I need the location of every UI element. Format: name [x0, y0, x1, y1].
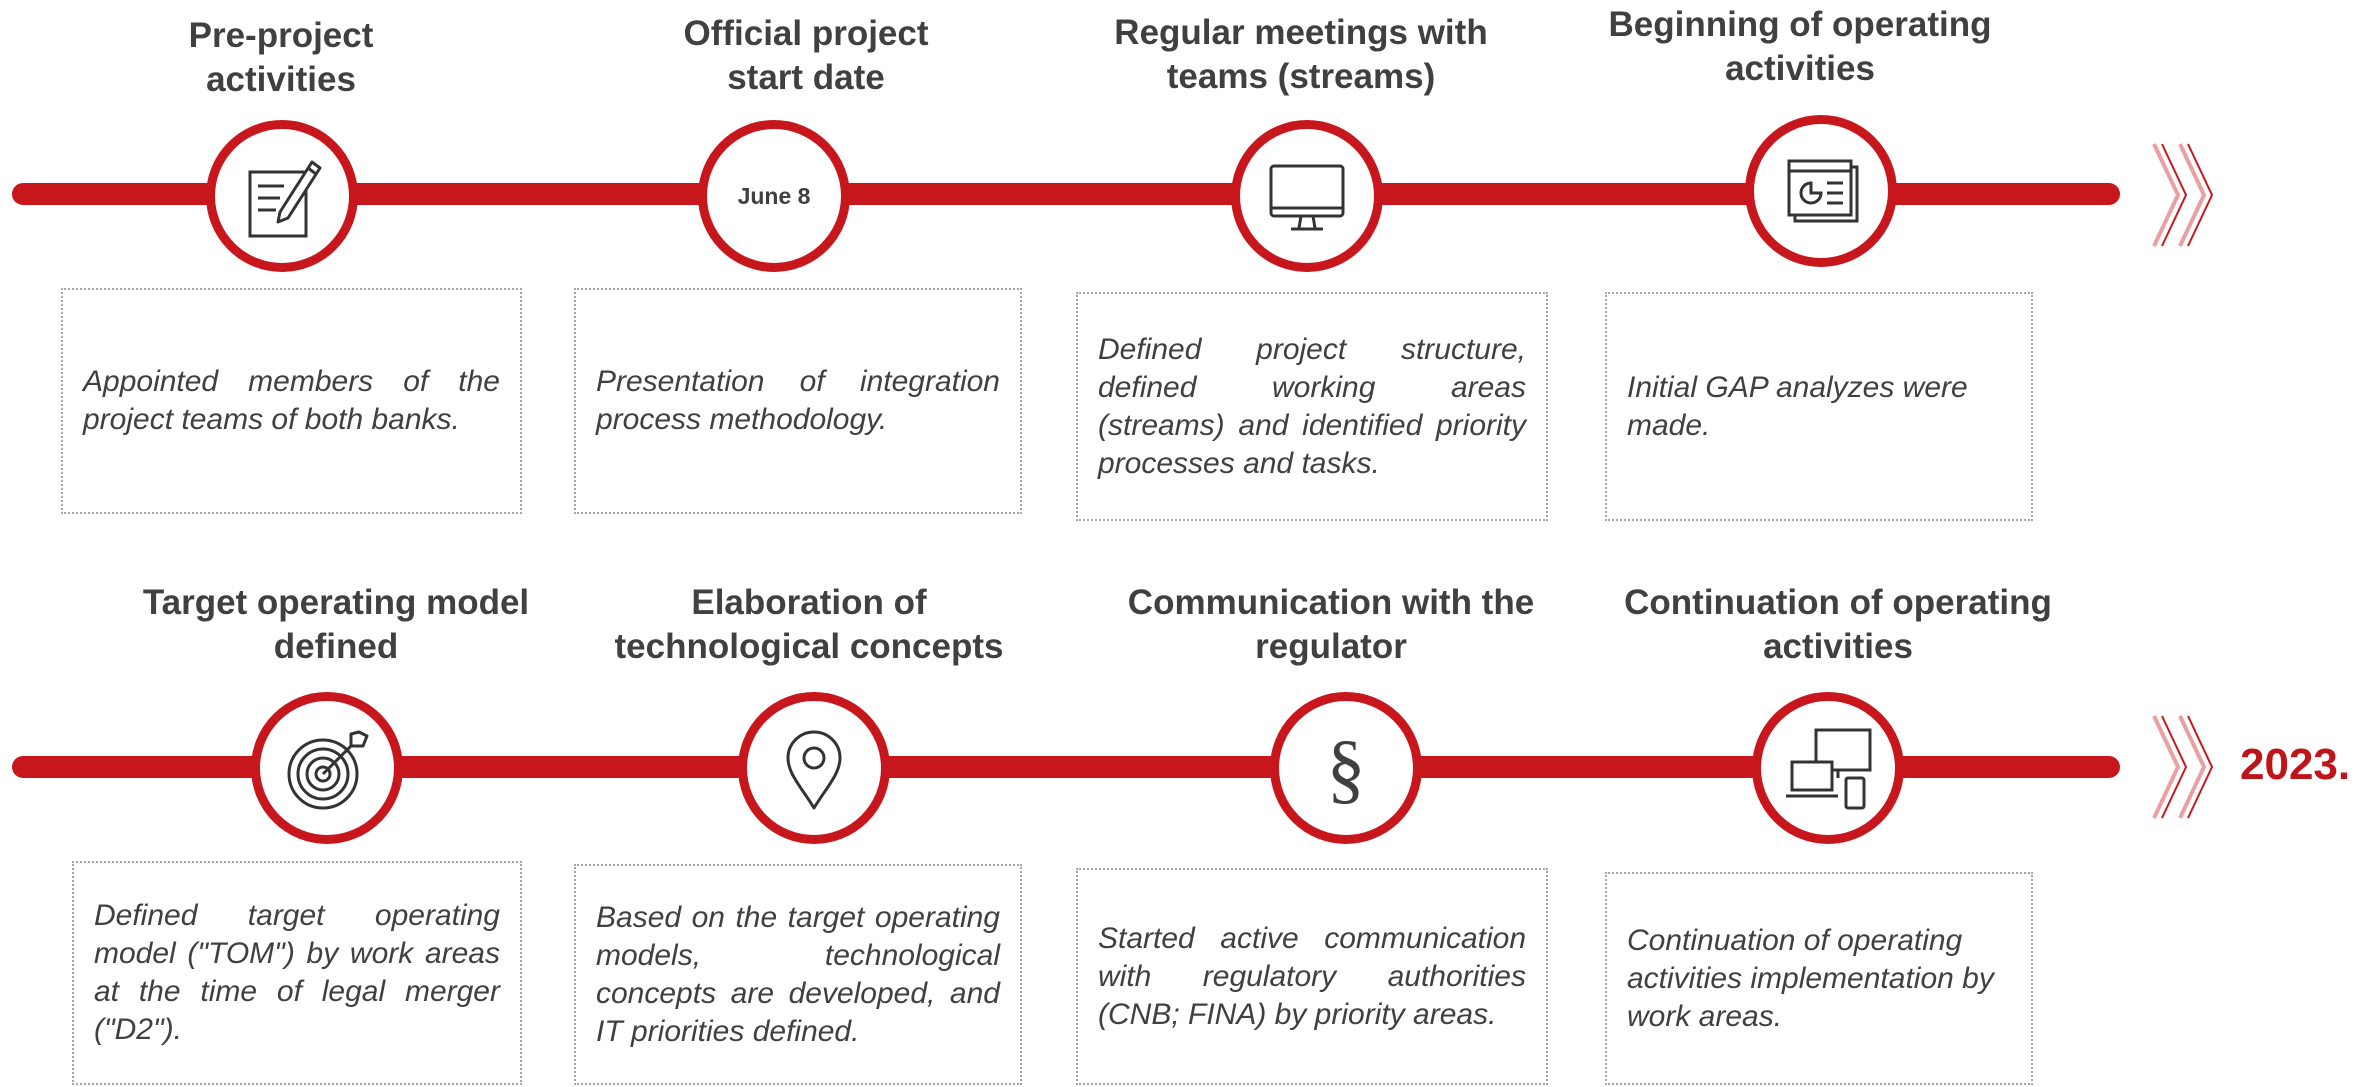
milestone-description-box: Based on the target operating models, te…	[574, 864, 1022, 1085]
milestone-description-box: Presentation of integration process meth…	[574, 288, 1022, 514]
milestone-node: June 8	[698, 120, 850, 272]
timeline-line-row-2	[12, 756, 2120, 778]
milestone-title: Pre-project activities	[188, 16, 374, 99]
milestone-description: Defined project structure, defined worki…	[1098, 332, 1526, 480]
end-year-label: 2023.	[2240, 740, 2351, 789]
milestone-node	[738, 692, 890, 844]
milestone-node	[1231, 120, 1383, 272]
milestone-title: Beginning of operating activities	[1608, 5, 1992, 88]
milestone-title: Official project start date	[683, 14, 929, 97]
milestone-title: Target operating model defined	[142, 583, 530, 666]
milestone-node	[1745, 115, 1897, 267]
location-pin-icon	[786, 730, 842, 810]
milestone-title: Communication with the regulator	[1127, 583, 1535, 666]
double-chevron-right-icon	[2152, 143, 2214, 247]
milestone-title: Elaboration of technological concepts	[614, 583, 1004, 666]
milestone-title: Continuation of operating activities	[1624, 583, 2052, 666]
milestone-description-box: Continuation of operating activities imp…	[1605, 872, 2033, 1085]
milestone-node	[251, 692, 403, 844]
milestone-title: Regular meetings with teams (streams)	[1114, 13, 1488, 96]
devices-icon	[1786, 728, 1872, 810]
double-chevron-right-icon	[2152, 715, 2214, 819]
milestone-description-box: Defined project structure, defined worki…	[1076, 292, 1548, 521]
milestone-description: Presentation of integration process meth…	[596, 365, 1000, 436]
timeline-line-row-1	[12, 183, 2120, 205]
monitor-icon	[1269, 164, 1345, 231]
node-date-label: June 8	[737, 182, 811, 209]
milestone-description: Continuation of operating activities imp…	[1627, 923, 1994, 1033]
milestone-node: §	[1270, 692, 1422, 844]
section-sign-icon: §	[1326, 724, 1366, 811]
milestone-description-box: Appointed members of the project teams o…	[61, 288, 522, 514]
milestone-description: Started active communication with regula…	[1098, 921, 1526, 1031]
milestone-description: Initial GAP analyzes were made.	[1627, 370, 1968, 442]
milestone-node	[206, 120, 358, 272]
presentation-chart-icon	[1787, 159, 1859, 223]
document-pen-icon	[248, 160, 322, 238]
milestone-description-box: Started active communication with regula…	[1076, 868, 1548, 1085]
milestone-description-box: Defined target operating model ("TOM") b…	[72, 861, 522, 1085]
milestone-description: Appointed members of the project teams o…	[83, 365, 500, 436]
target-arrow-icon	[287, 730, 369, 810]
milestone-description-box: Initial GAP analyzes were made.	[1605, 292, 2033, 521]
milestone-description: Defined target operating model ("TOM") b…	[94, 899, 500, 1046]
milestone-node	[1752, 692, 1904, 844]
milestone-description: Based on the target operating models, te…	[596, 900, 1000, 1048]
